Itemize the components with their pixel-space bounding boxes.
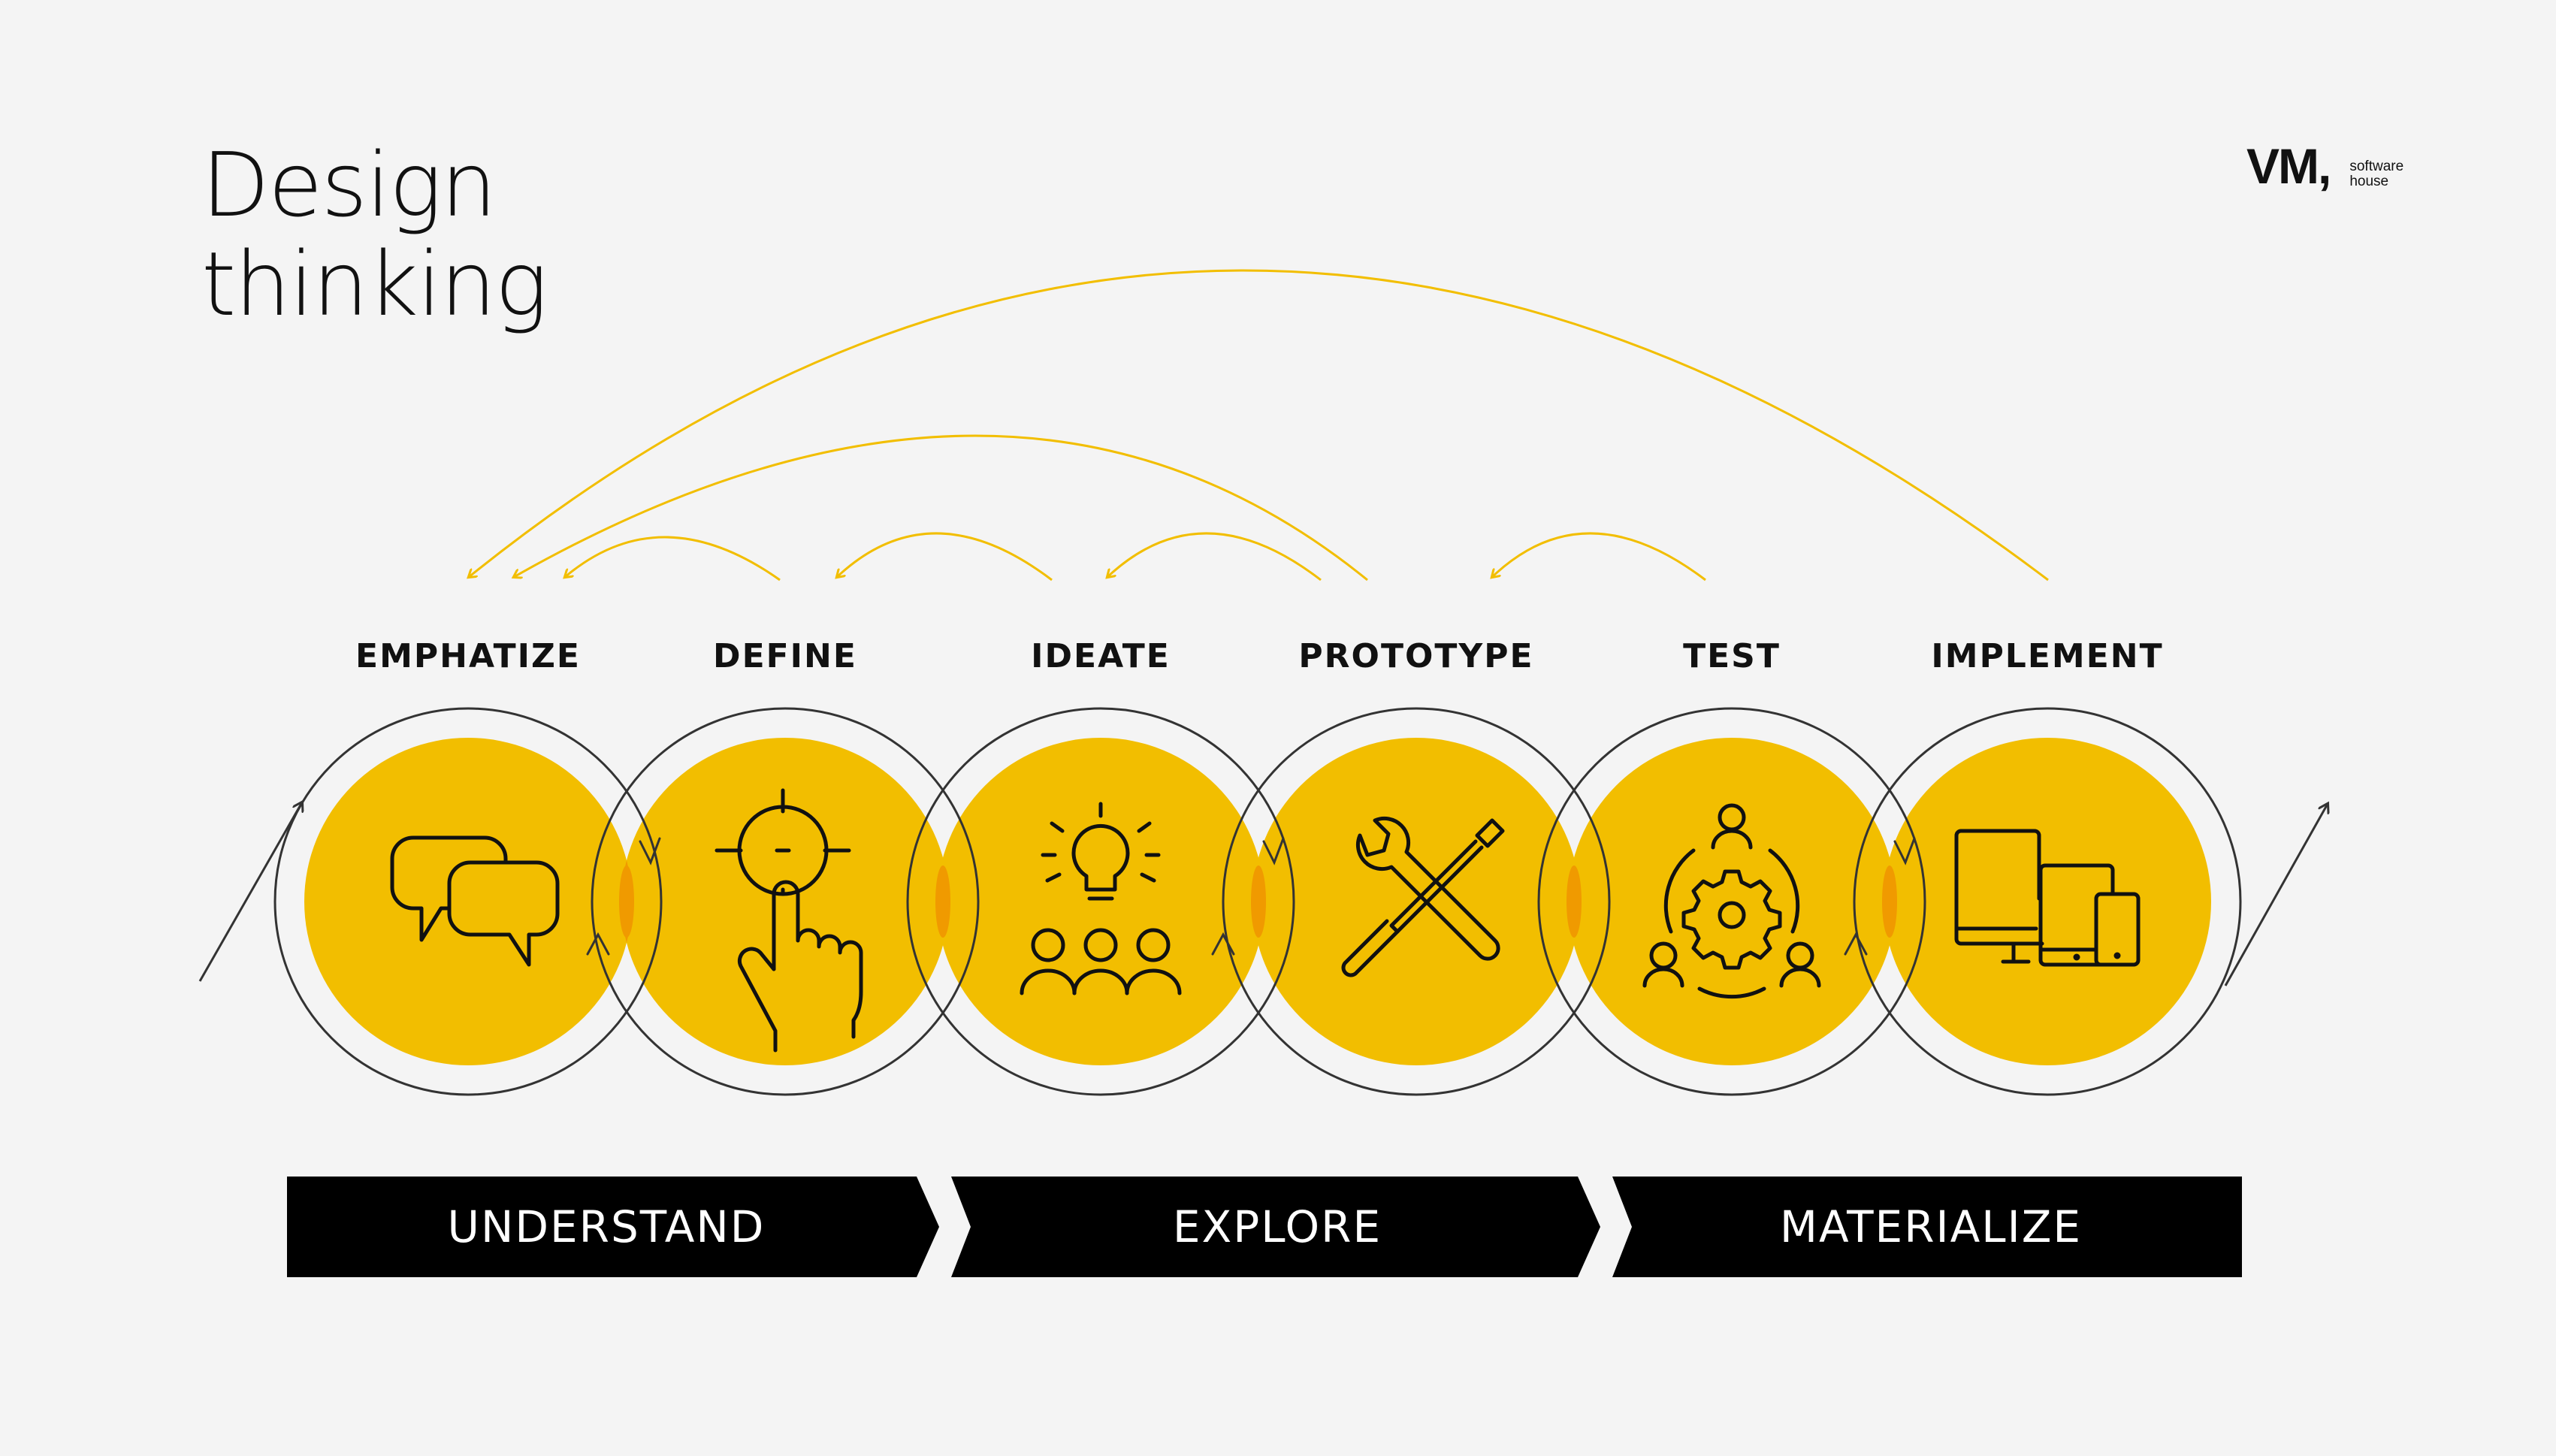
phase-label-materialize: MATERIALIZE [1779, 1201, 2083, 1252]
arc-test-to-prototype [1492, 532, 1706, 581]
title-line-1: Design [201, 133, 497, 237]
arc-define-to-emphatize [565, 536, 781, 581]
overlap-4 [1567, 865, 1582, 938]
outline-ideate [906, 707, 1295, 1096]
logo-sub-line-1: software [2349, 159, 2404, 174]
outline-prototype [1222, 707, 1611, 1096]
outline-define [591, 707, 980, 1096]
arc-implement-to-emphatize [469, 269, 2049, 581]
arc-prototype-to-ideate [1107, 532, 1322, 581]
logo-mark: VM, [2246, 138, 2331, 194]
stage-label-emphatize: EMPHATIZE [355, 637, 581, 675]
wrench-screwdriver-icon [1341, 816, 1505, 977]
devices-icon [1954, 829, 2141, 967]
stage-outlines [273, 707, 2242, 1096]
banner-understand [287, 1177, 939, 1277]
exit-arrow [2224, 804, 2328, 986]
stage-label-define: DEFINE [713, 637, 857, 675]
overlap-3 [1251, 865, 1266, 938]
banner-explore [951, 1177, 1600, 1277]
logo-sub-line-2: house [2349, 174, 2389, 189]
overlap-1b [619, 865, 634, 938]
company-logo: VM, software house [2246, 141, 2403, 191]
fill-define [621, 738, 949, 1065]
speech-bubbles-icon [390, 835, 560, 967]
overlap-lenses [619, 860, 1897, 943]
fill-implement [1884, 738, 2211, 1065]
entry-arrow [198, 802, 302, 982]
fill-ideate [937, 738, 1264, 1065]
phase-label-understand: UNDERSTAND [447, 1201, 766, 1252]
banner-materialize [1612, 1177, 2242, 1277]
overlap-5 [1882, 865, 1897, 938]
chain-arrows [586, 837, 1916, 956]
stage-label-prototype: PROTOTYPE [1298, 637, 1534, 675]
target-pointer-icon [715, 788, 863, 1053]
feedback-arcs [469, 269, 2049, 581]
stage-label-implement: IMPLEMENT [1931, 637, 2164, 675]
stage-label-test: TEST [1683, 637, 1781, 675]
stage-label-ideate: IDEATE [1031, 637, 1171, 675]
outline-implement [1853, 707, 2242, 1096]
arc-prototype-to-emphatize [514, 434, 1368, 581]
logo-subtitle: software house [2349, 159, 2403, 189]
outline-test [1537, 707, 1926, 1096]
page-title: Design thinking [201, 133, 548, 336]
phase-banners [287, 1177, 2242, 1277]
title-line-2: thinking [201, 232, 548, 336]
lightbulb-team-icon [1020, 802, 1182, 995]
arc-ideate-to-define [837, 532, 1053, 581]
outline-emphatize [273, 707, 663, 1096]
gear-users-icon [1642, 803, 1821, 999]
phase-label-explore: EXPLORE [1172, 1201, 1382, 1252]
overlap-2 [935, 865, 950, 938]
